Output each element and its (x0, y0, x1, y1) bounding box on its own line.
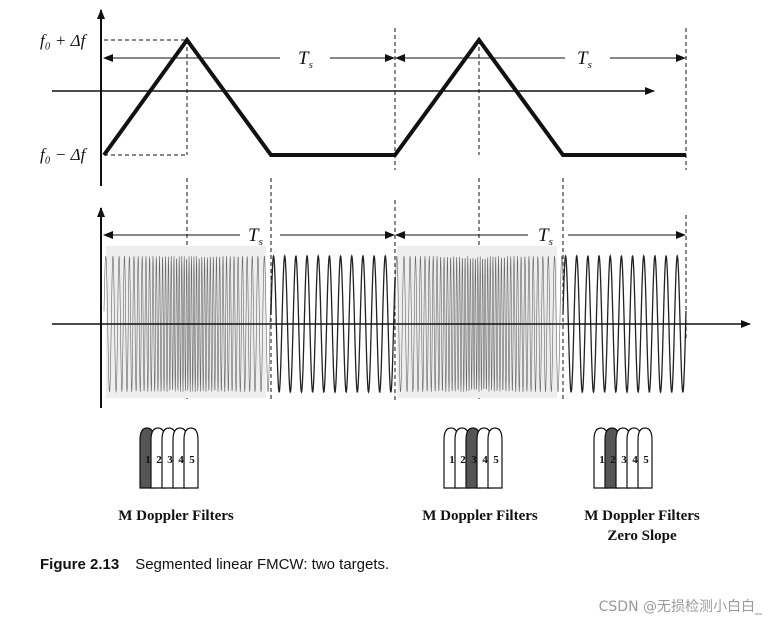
watermark: CSDN @无损检测小白白_ (598, 599, 762, 615)
doppler-filter-label: 4 (632, 454, 638, 466)
period-label-2: Ts (577, 48, 592, 71)
doppler-filter-label: 2 (460, 454, 466, 466)
period-label-1: Ts (298, 48, 313, 71)
filter-bank-3-caption-2: Zero Slope (607, 528, 677, 544)
doppler-filter-5 (487, 427, 503, 489)
doppler-filter-label: 4 (482, 454, 488, 466)
doppler-filter-label: 5 (493, 454, 499, 466)
waveform-segment (394, 255, 564, 393)
figure-number: Figure 2.13 (40, 556, 120, 573)
freq-label-bottom: f₀ − Δf (40, 145, 88, 164)
signal-period-label-1: Ts (248, 225, 263, 248)
waveform-segment (270, 254, 396, 394)
doppler-filter-label: 3 (621, 454, 627, 466)
doppler-filter-label: 1 (599, 454, 605, 466)
freq-label-top: f₀ + Δf (40, 31, 88, 50)
doppler-filter-label: 1 (449, 454, 455, 466)
frequency-panel: Ts Ts f₀ + Δf f₀ − Δf (40, 9, 687, 186)
doppler-filter-label: 1 (145, 454, 151, 466)
filter-bank-2-caption: M Doppler Filters (422, 508, 538, 524)
waveform-segment (562, 254, 687, 394)
doppler-filter-5 (183, 427, 199, 489)
filter-bank-1-caption: M Doppler Filters (118, 508, 234, 524)
figure-caption-text: Segmented linear FMCW: two targets. (135, 556, 390, 573)
doppler-filter-label: 5 (643, 454, 649, 466)
doppler-filter-label: 4 (178, 454, 184, 466)
doppler-filter-label: 3 (167, 454, 173, 466)
doppler-filter-label: 2 (610, 454, 616, 466)
doppler-filter-label: 5 (189, 454, 195, 466)
figure-caption: Figure 2.13 Segmented linear FMCW: two ta… (40, 556, 389, 573)
doppler-filter-5 (637, 427, 653, 489)
signal-period-label-2: Ts (538, 225, 553, 248)
signal-panel: Ts Ts (52, 207, 751, 408)
doppler-filter-label: 3 (471, 454, 477, 466)
filter-bank-3-caption: M Doppler Filters (584, 508, 700, 524)
doppler-filter-label: 2 (156, 454, 162, 466)
waveform-segment (103, 255, 272, 393)
signal-waveform (103, 254, 687, 394)
